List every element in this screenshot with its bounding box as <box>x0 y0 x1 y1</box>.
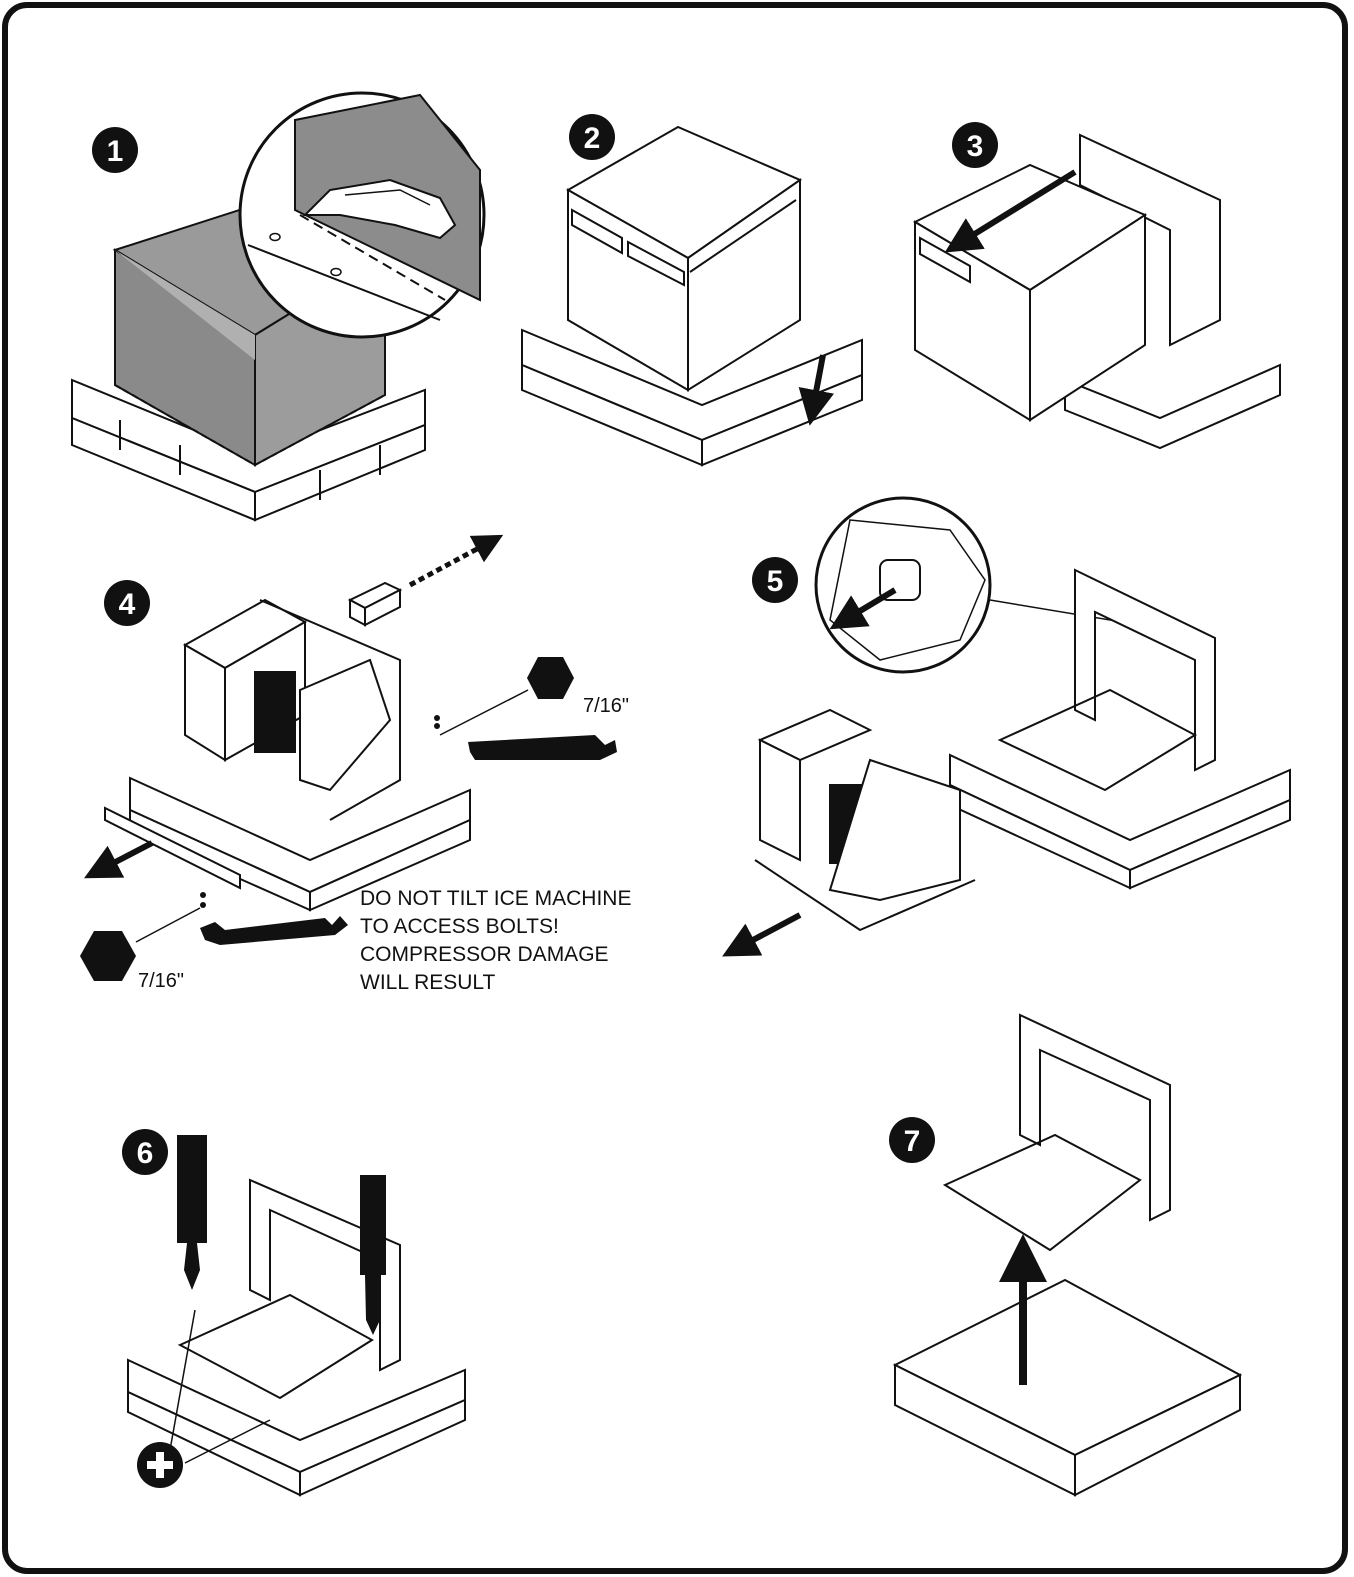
detail-circle <box>814 496 992 674</box>
pallet <box>129 776 471 912</box>
warning-line-1: DO NOT TILT ICE MACHINE <box>360 887 632 910</box>
arrow-icon <box>798 354 835 426</box>
arrow-icon <box>829 587 897 630</box>
step-4-badge: 4 <box>104 580 150 626</box>
step-7-illustration: 7 <box>889 1013 1243 1497</box>
upper-wrench-size: 7/16" <box>583 695 629 717</box>
step-1-badge: 1 <box>92 127 138 173</box>
warning-line-3: COMPRESSOR DAMAGE <box>360 943 609 966</box>
screwdriver-icon <box>360 1175 386 1335</box>
arrow-icon <box>722 912 802 957</box>
pallet <box>1064 363 1281 450</box>
frame-back <box>1079 133 1221 347</box>
socket-wrench-icon <box>468 735 617 760</box>
step-6-badge: 6 <box>122 1129 168 1175</box>
step-3-number: 3 <box>967 130 984 163</box>
screwdriver-icon <box>177 1135 207 1290</box>
utility-knife-icon <box>302 178 457 240</box>
step-3-badge: 3 <box>952 122 998 168</box>
step-3-illustration: 3 <box>912 122 1281 450</box>
refrigeration-unit <box>182 598 401 821</box>
bolt <box>434 715 440 729</box>
socket-wrench-icon <box>200 916 348 945</box>
step-5-number: 5 <box>767 565 784 598</box>
compressor <box>254 671 296 753</box>
shipping-block <box>347 581 403 627</box>
step-4-illustration: 7/16" 7/16" 4 <box>80 534 629 992</box>
lower-wrench-size: 7/16" <box>138 970 184 992</box>
step-2-illustration: 2 <box>521 114 863 467</box>
warning-text: DO NOT TILT ICE MACHINE TO ACCESS BOLTS!… <box>360 885 631 997</box>
step-4-number: 4 <box>119 588 136 621</box>
pallet <box>521 328 863 467</box>
bolt <box>200 892 206 908</box>
arrow-icon <box>408 534 504 588</box>
pallet <box>71 378 426 522</box>
pallet <box>127 1358 466 1497</box>
step-5-illustration: 5 <box>722 496 1291 957</box>
step-1-illustration: 1 <box>71 91 486 522</box>
refrigeration-unit <box>754 708 976 932</box>
empty-frame <box>997 568 1216 792</box>
phillips-screw-icon <box>137 1442 183 1488</box>
hex-nut-icon <box>527 657 574 699</box>
warning-line-2: TO ACCESS BOLTS! <box>360 915 559 938</box>
arrow-icon <box>84 840 154 879</box>
knife-detail-circle <box>238 91 486 339</box>
step-7-badge: 7 <box>889 1117 935 1163</box>
warning-line-4: WILL RESULT <box>360 971 496 994</box>
pallet <box>949 753 1291 890</box>
arrow-icon <box>944 169 1077 253</box>
step-1-number: 1 <box>107 135 124 168</box>
step-6-illustration: 6 <box>122 1129 466 1497</box>
frame-lifted <box>942 1013 1171 1252</box>
step-5-badge: 5 <box>752 557 798 603</box>
hex-nut-icon <box>80 931 136 981</box>
ice-machine-cabinet <box>565 125 803 392</box>
step-7-number: 7 <box>904 1125 921 1158</box>
step-2-badge: 2 <box>569 114 615 160</box>
shipping-rail <box>104 806 241 890</box>
step-2-number: 2 <box>584 122 601 155</box>
pallet <box>892 1278 1243 1497</box>
step-6-number: 6 <box>137 1137 154 1170</box>
cabinet-sliding <box>912 163 1148 422</box>
